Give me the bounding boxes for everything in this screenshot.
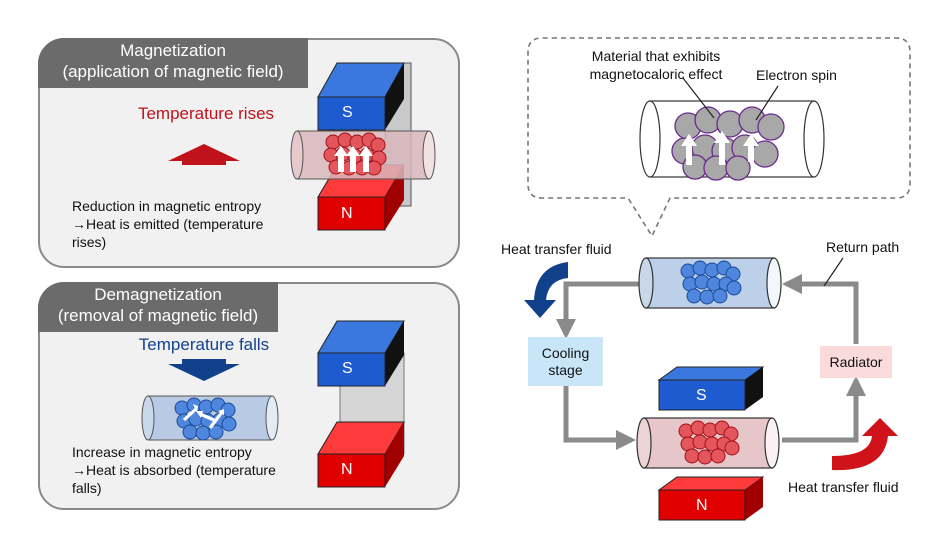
- heat-transfer-fluid-out-arrow: [832, 418, 898, 471]
- return-path-label: Return path: [826, 239, 900, 255]
- demagnetization-description: Increase in magnetic entropy →Heat is ab…: [72, 443, 312, 497]
- magnetization-title-line1: Magnetization: [120, 41, 226, 60]
- temperature-fall-arrow: [168, 359, 240, 381]
- magnetization-tube: [290, 130, 436, 180]
- magnetization-desc-line1: Reduction in magnetic entropy: [72, 198, 262, 214]
- flow-to-cooling: [556, 281, 646, 339]
- demagnetization-magnet: [317, 320, 405, 488]
- heat-transfer-fluid-in-arrow: [524, 262, 568, 318]
- demagnetization-title-line2: (removal of magnetic field): [57, 306, 259, 325]
- demagnetization-title-line1: Demagnetization: [94, 285, 222, 304]
- temperature-falls-label: Temperature falls: [138, 335, 270, 354]
- demagnetization-desc-line1: Increase in magnetic entropy: [72, 444, 252, 460]
- cycle-north-magnet: [657, 476, 765, 521]
- electron-spin-arrows: [681, 131, 759, 165]
- material-label-line1: Material that exhibits: [591, 48, 721, 64]
- magnet-south-label-2: S: [342, 360, 353, 377]
- heat-transfer-fluid-bottom-label: Heat transfer fluid: [788, 479, 899, 495]
- radiator-box: [820, 346, 892, 378]
- magnet-north-label-2: N: [341, 461, 353, 478]
- cycle-bottom-tube: [636, 417, 780, 469]
- cycle-south-magnet: [657, 366, 765, 411]
- material-label-line2: magnetocaloric effect: [589, 66, 723, 82]
- aligned-spin-arrows: [334, 146, 373, 172]
- magnetization-title: Magnetization (application of magnetic f…: [38, 38, 308, 88]
- material-label: Material that exhibits magnetocaloric ef…: [566, 47, 746, 83]
- cooling-stage-line1: Cooling: [541, 345, 590, 361]
- cycle-magnet-south-label: S: [696, 387, 707, 404]
- magnet-south-label-1: S: [342, 104, 353, 121]
- flow-to-bottom-tube: [563, 386, 636, 450]
- cycle-magnet-north-label: N: [696, 497, 708, 514]
- magnetization-title-line2: (application of magnetic field): [62, 62, 284, 81]
- demagnetization-desc-line3: falls): [72, 480, 102, 496]
- cooling-stage-line2: stage: [548, 362, 583, 378]
- demagnetization-title: Demagnetization (removal of magnetic fie…: [38, 282, 278, 332]
- demagnetization-tube: [141, 395, 279, 441]
- demagnetization-desc-line2: →Heat is absorbed (temperature: [72, 462, 276, 478]
- electron-spin-label: Electron spin: [756, 67, 837, 83]
- flow-to-radiator: [782, 376, 866, 443]
- temperature-rise-arrow: [168, 144, 240, 165]
- cycle-top-tube: [638, 257, 782, 309]
- radiator-label: Radiator: [829, 354, 883, 370]
- heat-transfer-fluid-top-label: Heat transfer fluid: [501, 241, 612, 257]
- temperature-rises-label: Temperature rises: [137, 104, 275, 123]
- return-path-line: [782, 274, 859, 344]
- magnetization-description: Reduction in magnetic entropy →Heat is e…: [72, 197, 312, 251]
- magnet-north-label-1: N: [341, 205, 353, 222]
- callout-tube: [639, 77, 825, 181]
- cooling-stage-box: [528, 337, 603, 386]
- cooling-stage-label: Cooling stage: [528, 345, 603, 379]
- magnetization-desc-line2: →Heat is emitted (temperature: [72, 216, 264, 232]
- random-spin-arrows: [182, 407, 224, 429]
- magnetization-desc-line3: rises): [72, 234, 107, 250]
